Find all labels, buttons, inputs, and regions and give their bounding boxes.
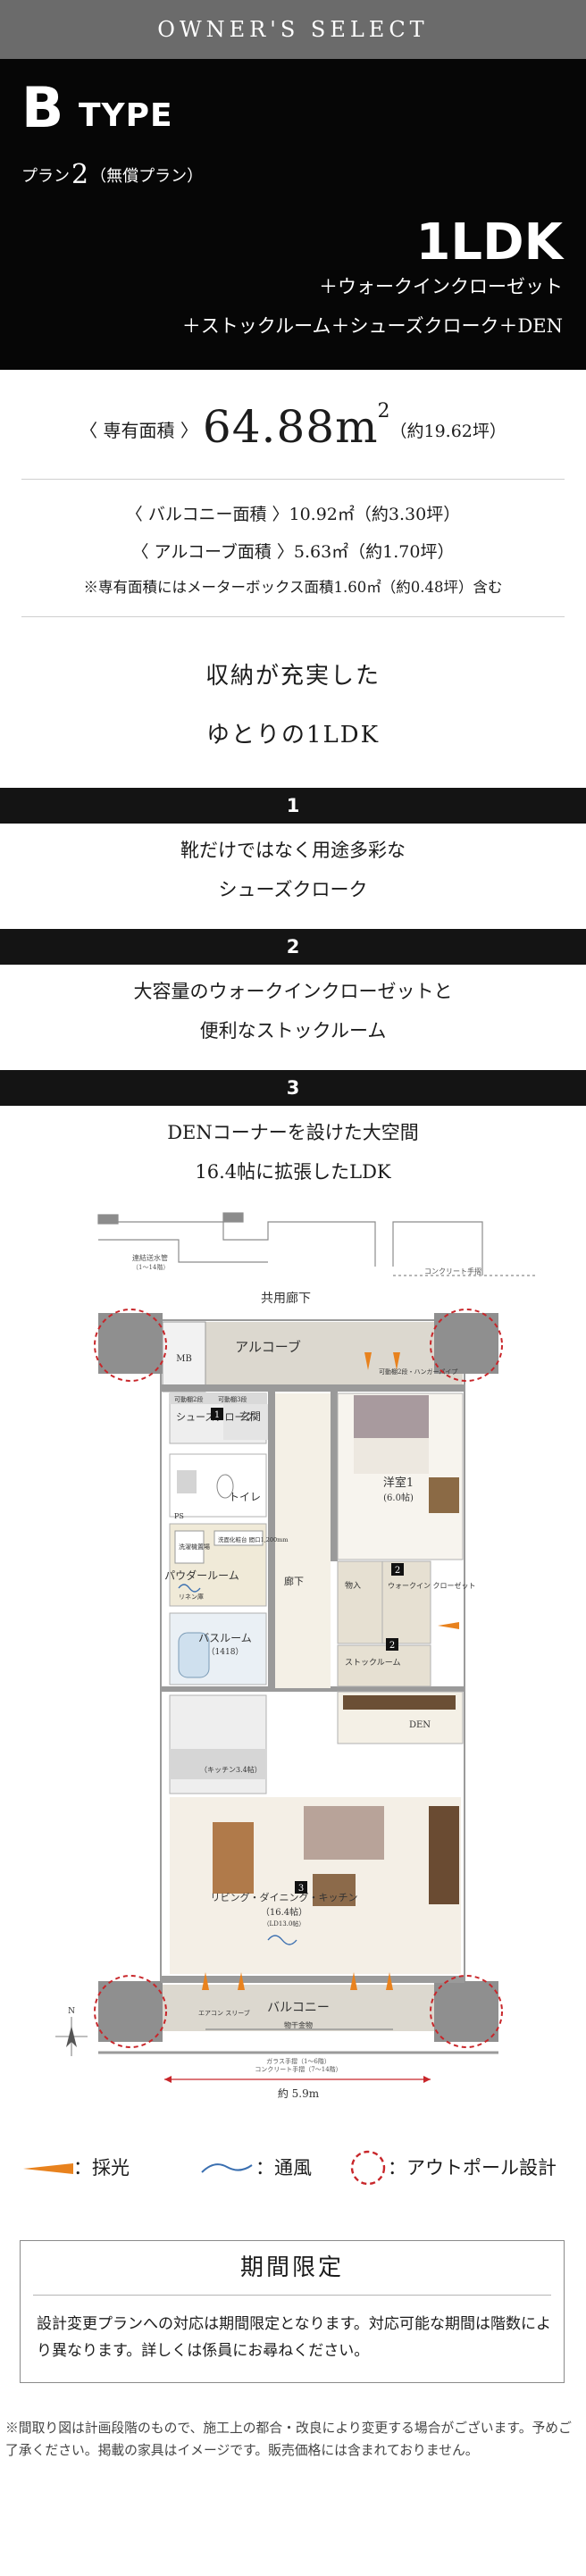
plan-point-badges: 1 2 2 3 bbox=[211, 1408, 404, 1894]
floor-area-value: 64.88 bbox=[202, 401, 336, 453]
top-shelf-note: 可動棚2段・ハンガーパイプ bbox=[379, 1367, 457, 1376]
layout-features-1: ＋ウォークインクローゼット bbox=[319, 276, 563, 297]
western-size: (6.0帖) bbox=[383, 1492, 414, 1503]
rooms bbox=[169, 1393, 464, 1974]
divider bbox=[33, 2295, 551, 2296]
clothes-label: 物干金物 bbox=[284, 2020, 313, 2029]
footnote: ※間取り図は計画段階のもので、施工上の都合・改良により変更する場合がございます。… bbox=[5, 2421, 572, 2458]
shoes-shelf-label: 可動棚2段 bbox=[174, 1395, 203, 1403]
shoes-shelf-label-2: 可動棚3段 bbox=[218, 1395, 247, 1403]
plan-badge-2a: 2 bbox=[395, 1566, 400, 1576]
laundry-label: 洗濯機置場 bbox=[179, 1543, 210, 1551]
legend-sun: ：採光 bbox=[73, 2157, 130, 2179]
balcony-area: 〈 バルコニー面積 〉10.92㎡（約3.30坪） bbox=[125, 505, 461, 524]
floor-area-label: 〈 専有面積 〉 bbox=[80, 420, 198, 441]
neighbor-label-2: （1〜14階） bbox=[132, 1263, 169, 1271]
kitchen-label: （キッチン3.4帖） bbox=[200, 1765, 262, 1774]
alcove-area: 〈 アルコーブ面積 〉5.63㎡（約1.70坪） bbox=[131, 542, 455, 562]
western-label: 洋室1 bbox=[383, 1476, 414, 1490]
type-letter: B bbox=[21, 75, 64, 140]
corridor-label: 共用廊下 bbox=[261, 1291, 311, 1306]
limited-body: 設計変更プランへの対応は期間限定となります。対応可能な期間は階数により異なります… bbox=[37, 2315, 551, 2360]
plan-note: （無償プラン） bbox=[90, 167, 204, 186]
point-3-line-1: DENコーナーを設けた大空間 bbox=[167, 1122, 419, 1143]
point-3-line-2: 16.4帖に拡張したLDK bbox=[195, 1161, 391, 1183]
room-labels: アルコーブ MB 可動棚2段 可動棚3段 シューズクローク 玄関 可動棚2段・ハ… bbox=[164, 1339, 475, 1928]
stock-label: ストックルーム bbox=[345, 1658, 400, 1668]
compass-label: N bbox=[68, 2007, 75, 2016]
plan-prefix: プラン bbox=[21, 167, 70, 186]
compass-icon bbox=[55, 2017, 88, 2056]
point-1-line-1: 靴だけではなく用途多彩な bbox=[180, 840, 406, 861]
plan-label: プラン2（無償プラン） bbox=[21, 159, 203, 193]
sun-icon bbox=[23, 2163, 73, 2174]
bath-label: バスルーム bbox=[198, 1632, 252, 1644]
legend-wind: ：通風 bbox=[255, 2157, 312, 2179]
layout-features-2: ＋ストックルーム＋シューズクローク＋DEN bbox=[181, 315, 563, 337]
width-label: 約 5.9m bbox=[278, 2087, 320, 2100]
balcony bbox=[98, 1985, 498, 2054]
limited-period-box: 期間限定 設計変更プランへの対応は期間限定となります。対応可能な期間は階数により… bbox=[20, 2240, 565, 2383]
type-word: TYPE bbox=[79, 97, 173, 134]
divider bbox=[21, 479, 565, 480]
balcony-label: バルコニー bbox=[267, 2001, 330, 2015]
wc-label: トイレ bbox=[229, 1491, 261, 1503]
limited-title: 期間限定 bbox=[239, 2254, 344, 2281]
plan-badge-1: 1 bbox=[214, 1410, 220, 1420]
ps-label: PS bbox=[174, 1512, 184, 1520]
rail-note-2: コンクリート手摺（7〜14階） bbox=[255, 2065, 341, 2073]
alcove-label: アルコーブ bbox=[235, 1339, 301, 1355]
brand-band: OWNER'S SELECT bbox=[0, 0, 586, 59]
point-2-line-2: 便利なストックルーム bbox=[199, 1020, 387, 1041]
divider bbox=[21, 616, 565, 617]
sink-note: 洗面化粧台 間口1,200mm bbox=[218, 1535, 289, 1543]
sunlight-markers bbox=[202, 1352, 459, 1990]
floor-area-unit-sup: 2 bbox=[377, 400, 390, 422]
aircon-label: エアコン スリーブ bbox=[198, 2009, 250, 2017]
legend-outpole: ：アウトポール設計 bbox=[388, 2157, 557, 2179]
point-1-badge: 1 bbox=[0, 788, 586, 824]
point-3-badge: 3 bbox=[0, 1070, 586, 1106]
headline-line-1: 収納が充実した bbox=[205, 663, 381, 690]
floor-area-tsubo: （約19.62坪） bbox=[389, 422, 506, 441]
ldk-sub: （LD13.0帖） bbox=[264, 1919, 306, 1928]
bath-size: （1418） bbox=[207, 1647, 244, 1657]
headline-line-2: ゆとりの1LDK bbox=[205, 722, 381, 749]
powder-label: パウダールーム bbox=[164, 1568, 239, 1582]
ldk-label: リビング・ダイニング・キッチン bbox=[211, 1891, 358, 1903]
outpole-markers bbox=[94, 1309, 503, 2048]
plan-number: 2 bbox=[71, 159, 89, 190]
meter-box-note: ※専有面積にはメーターボックス面積1.60㎡（約0.48坪）含む bbox=[83, 579, 503, 596]
floor-area: 〈 専有面積 〉 64.88m2（約19.62坪） bbox=[0, 400, 586, 453]
outpole-icon bbox=[350, 2150, 386, 2186]
plan-badge-2b: 2 bbox=[389, 1641, 395, 1651]
hall-label: 廊下 bbox=[284, 1575, 304, 1587]
neighbor-unit-outline bbox=[97, 1212, 536, 1276]
plan-badge-3: 3 bbox=[298, 1884, 304, 1894]
point-1-line-2: シューズクローク bbox=[218, 879, 368, 900]
point-2-line-1: 大容量のウォークインクローゼットと bbox=[133, 981, 453, 1002]
neighbor-label: 連結送水管 bbox=[132, 1253, 168, 1262]
wind-icon bbox=[201, 2163, 253, 2173]
wic-label: ウォークイン クローゼット bbox=[388, 1581, 476, 1590]
ldk-size: （16.4帖） bbox=[261, 1906, 307, 1918]
floor-area-unit: m bbox=[335, 401, 378, 453]
plan-header: OWNER'S SELECT B TYPE プラン2（無償プラン） 1LDK ＋… bbox=[0, 0, 586, 370]
linen-label: リネン庫 bbox=[179, 1593, 204, 1601]
point-2-badge: 2 bbox=[0, 929, 586, 965]
rail-note-1: ガラス手摺（1〜6階） bbox=[266, 2057, 331, 2065]
layout-title: 1LDK bbox=[415, 213, 563, 272]
width-dimension bbox=[164, 2076, 431, 2083]
entrance-label: 玄関 bbox=[239, 1409, 261, 1423]
floor-plan: 連結送水管 （1〜14階） コンクリート手摺 共用廊下 bbox=[55, 1212, 536, 2100]
concrete-rail-label: コンクリート手摺 bbox=[424, 1267, 481, 1275]
storage-label: 物入 bbox=[345, 1580, 361, 1591]
mb-label: MB bbox=[176, 1354, 192, 1364]
plan-legend: ：採光 ：通風 ：アウトポール設計 bbox=[21, 2148, 565, 2187]
den-label: DEN bbox=[409, 1720, 431, 1730]
airflow-markers bbox=[178, 1584, 297, 1945]
